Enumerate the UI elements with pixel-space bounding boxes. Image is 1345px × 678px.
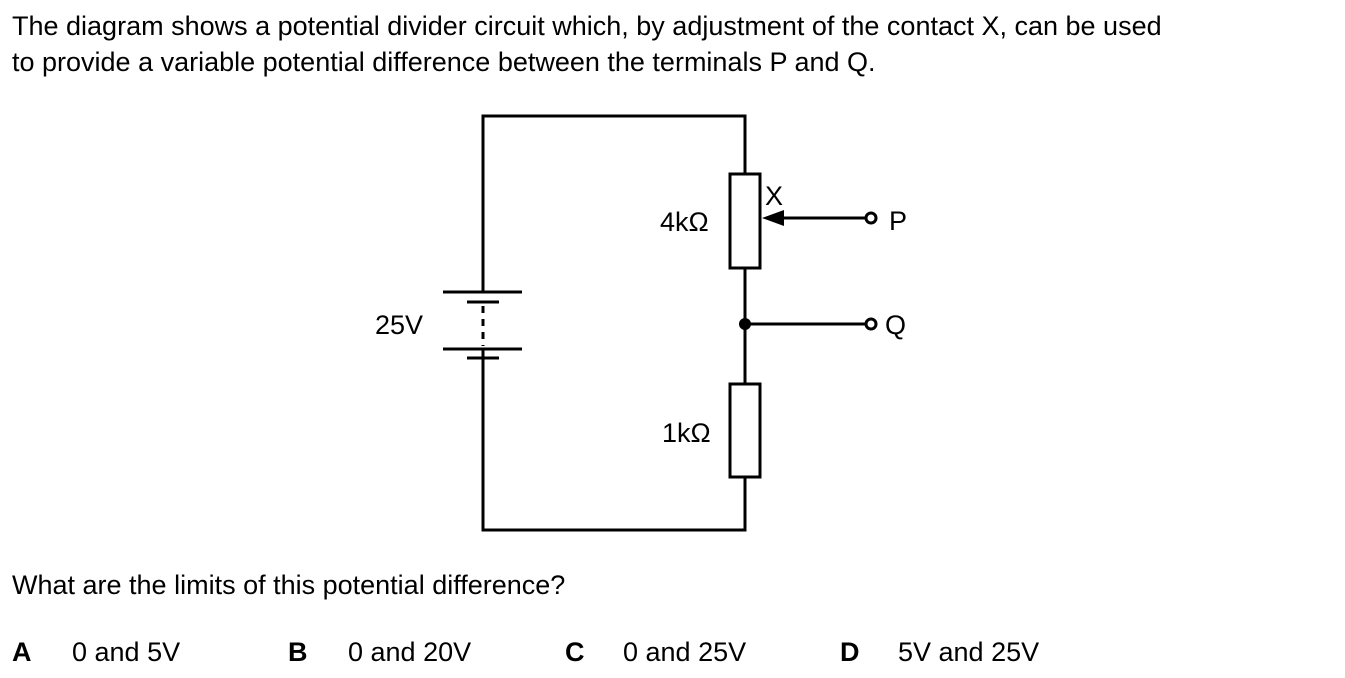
resistor-bottom-label: 1kΩ [662, 418, 711, 448]
option-b[interactable]: B 0 and 20V [288, 634, 471, 670]
intro-line-1: The diagram shows a potential divider ci… [12, 11, 1162, 41]
option-a-text: 0 and 5V [72, 637, 181, 667]
resistor-top-label: 4kΩ [660, 207, 709, 237]
option-b-text: 0 and 20V [348, 637, 472, 667]
junction-dot [739, 318, 751, 330]
option-a-letter: A [12, 637, 32, 667]
question-prompt: What are the limits of this potential di… [12, 570, 566, 600]
option-d-text: 5V and 25V [898, 637, 1040, 667]
question-intro: The diagram shows a potential divider ci… [12, 8, 1342, 80]
wire-bottom [481, 349, 747, 532]
resistor-4k [728, 172, 762, 270]
terminal-p-label: P [889, 206, 907, 236]
option-d-letter: D [840, 637, 860, 667]
option-b-letter: B [288, 637, 308, 667]
option-a[interactable]: A 0 and 5V [12, 634, 180, 670]
wire-left-top [481, 114, 747, 292]
battery-label: 25V [375, 310, 423, 340]
terminal-q-circle [864, 317, 878, 331]
option-d[interactable]: D 5V and 25V [840, 634, 1039, 670]
option-c-letter: C [565, 637, 585, 667]
option-c-text: 0 and 25V [623, 637, 747, 667]
terminal-p-circle [864, 211, 878, 225]
contact-x-arrowhead [762, 210, 784, 226]
contact-x-label: X [765, 181, 783, 211]
resistor-1k [728, 382, 762, 479]
intro-line-2: to provide a variable potential differen… [12, 47, 876, 77]
option-c[interactable]: C 0 and 25V [565, 634, 746, 670]
terminal-q-label: Q [885, 310, 906, 340]
